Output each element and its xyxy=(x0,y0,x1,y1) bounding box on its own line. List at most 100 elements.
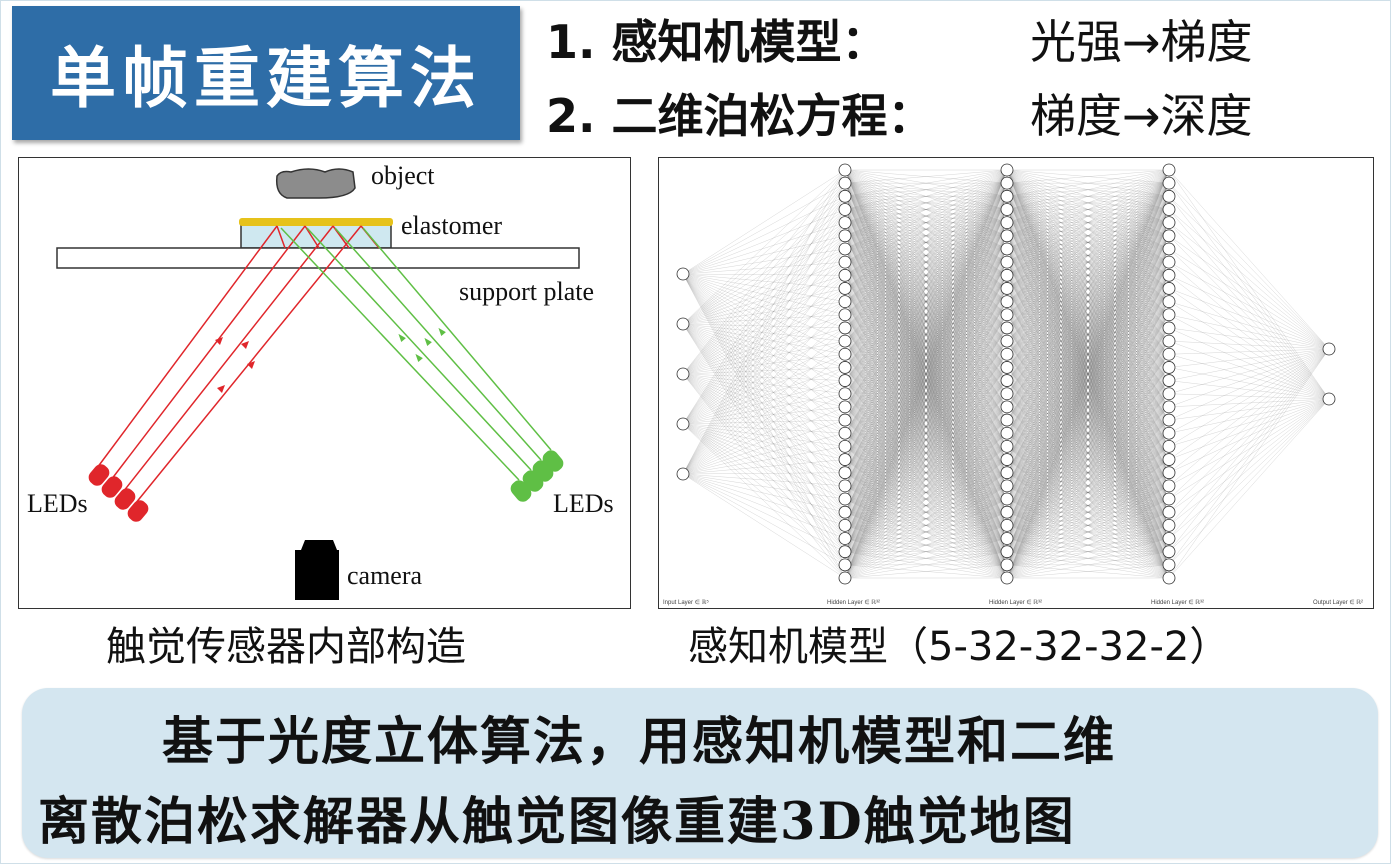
step-1-label: 1. 感知机模型： xyxy=(546,15,888,69)
nn-connection xyxy=(682,373,846,565)
nn-connection xyxy=(844,551,1008,579)
nn-connection xyxy=(682,235,846,425)
nn-neuron xyxy=(1000,571,1014,585)
nn-connection xyxy=(1168,235,1330,400)
nn-connection xyxy=(1168,398,1330,434)
nn-connection xyxy=(682,222,846,425)
nn-neuron xyxy=(1162,532,1176,545)
nn-neuron xyxy=(838,308,852,322)
nn-connection xyxy=(844,169,1008,500)
nn-neuron xyxy=(1162,479,1176,493)
nn-connection xyxy=(844,169,1008,223)
nn-connection xyxy=(844,169,1008,342)
nn-connection xyxy=(844,209,1008,579)
nn-connection xyxy=(1168,398,1330,473)
nn-connection xyxy=(682,380,846,475)
nn-connection xyxy=(844,564,1008,579)
nn-connection xyxy=(682,314,846,375)
nn-neuron xyxy=(676,367,690,381)
nn-connection xyxy=(682,222,846,475)
nn-connection xyxy=(1006,262,1170,579)
nn-connection xyxy=(1168,327,1330,350)
nn-connection xyxy=(682,235,846,475)
nn-connection xyxy=(682,327,846,375)
nn-neuron xyxy=(1162,216,1176,230)
nn-connection xyxy=(682,273,846,289)
nn-connection xyxy=(844,169,1008,447)
nn-connection xyxy=(1006,538,1170,579)
nn-connection xyxy=(682,323,846,381)
nn-connection xyxy=(1168,183,1330,350)
summary-box: 基于光度立体算法，用感知机模型和二维 离散泊松求解器从触觉图像重建3D触觉地图 xyxy=(22,688,1378,858)
nn-connection xyxy=(844,301,1008,579)
nn-connection xyxy=(682,323,846,342)
nn-connection xyxy=(844,485,1008,579)
nn-connection xyxy=(1168,398,1330,486)
nn-neuron xyxy=(1322,392,1336,406)
nn-connection xyxy=(1006,314,1170,579)
nn-connection xyxy=(844,169,1008,197)
nn-neuron xyxy=(1162,400,1176,414)
nn-connection xyxy=(844,196,1008,579)
nn-neuron xyxy=(838,216,852,230)
nn-connection xyxy=(1168,348,1330,539)
nn-connection xyxy=(682,473,846,486)
nn-connection xyxy=(682,262,846,475)
nn-connection xyxy=(1006,169,1170,526)
nn-connection xyxy=(682,472,846,475)
nn-connection xyxy=(844,248,1008,579)
nn-neuron xyxy=(1000,242,1014,256)
green-light-rays xyxy=(280,227,552,481)
nn-connection xyxy=(682,209,846,325)
nn-connection xyxy=(844,222,1008,579)
nn-connection xyxy=(1168,288,1330,350)
nn-neuron xyxy=(1162,268,1176,282)
nn-connection xyxy=(1168,235,1330,350)
nn-connection xyxy=(682,196,846,375)
nn-connection xyxy=(844,169,1008,434)
nn-connection xyxy=(844,169,1008,394)
nn-connection xyxy=(682,262,846,375)
nn-neuron xyxy=(838,518,852,532)
nn-connection xyxy=(1168,380,1330,400)
nn-connection xyxy=(1168,348,1330,394)
nn-connection xyxy=(844,169,1008,421)
nn-connection xyxy=(1168,248,1330,350)
nn-connection xyxy=(1006,341,1170,579)
nn-neuron xyxy=(838,229,852,243)
nn-connection xyxy=(1168,398,1330,579)
nn-neuron xyxy=(1162,558,1176,572)
nn-neuron xyxy=(838,466,852,480)
nn-connection xyxy=(1168,354,1330,400)
nn-connection xyxy=(1168,398,1330,408)
nn-connection xyxy=(1168,222,1330,400)
nn-connection xyxy=(1168,348,1330,408)
nn-connection xyxy=(844,169,1008,460)
nn-neuron xyxy=(1000,439,1014,453)
nn-neuron xyxy=(838,387,852,401)
nn-connection xyxy=(1168,169,1330,350)
nn-connection xyxy=(682,209,846,375)
nn-connection xyxy=(1006,301,1170,579)
nn-connection xyxy=(1006,472,1170,579)
nn-neuron xyxy=(1162,439,1176,453)
nn-neuron xyxy=(838,282,852,295)
nn-connection xyxy=(1006,169,1170,276)
nn-connection xyxy=(682,393,846,425)
nn-connection xyxy=(1168,367,1330,400)
nn-connection xyxy=(1168,348,1330,486)
nn-connection xyxy=(682,323,846,368)
nn-connection xyxy=(1168,398,1330,447)
nn-neuron xyxy=(1000,295,1014,309)
nn-neuron xyxy=(838,176,852,190)
nn-connection xyxy=(1168,348,1330,565)
nn-connection xyxy=(682,373,846,421)
nn-connection xyxy=(1168,398,1330,565)
nn-neuron xyxy=(838,347,852,361)
nn-connection xyxy=(1168,314,1330,400)
green-leds xyxy=(510,450,564,502)
nn-connection xyxy=(682,367,846,475)
summary-line-2: 离散泊松求解器从触觉图像重建3D触觉地图 xyxy=(38,792,1076,852)
